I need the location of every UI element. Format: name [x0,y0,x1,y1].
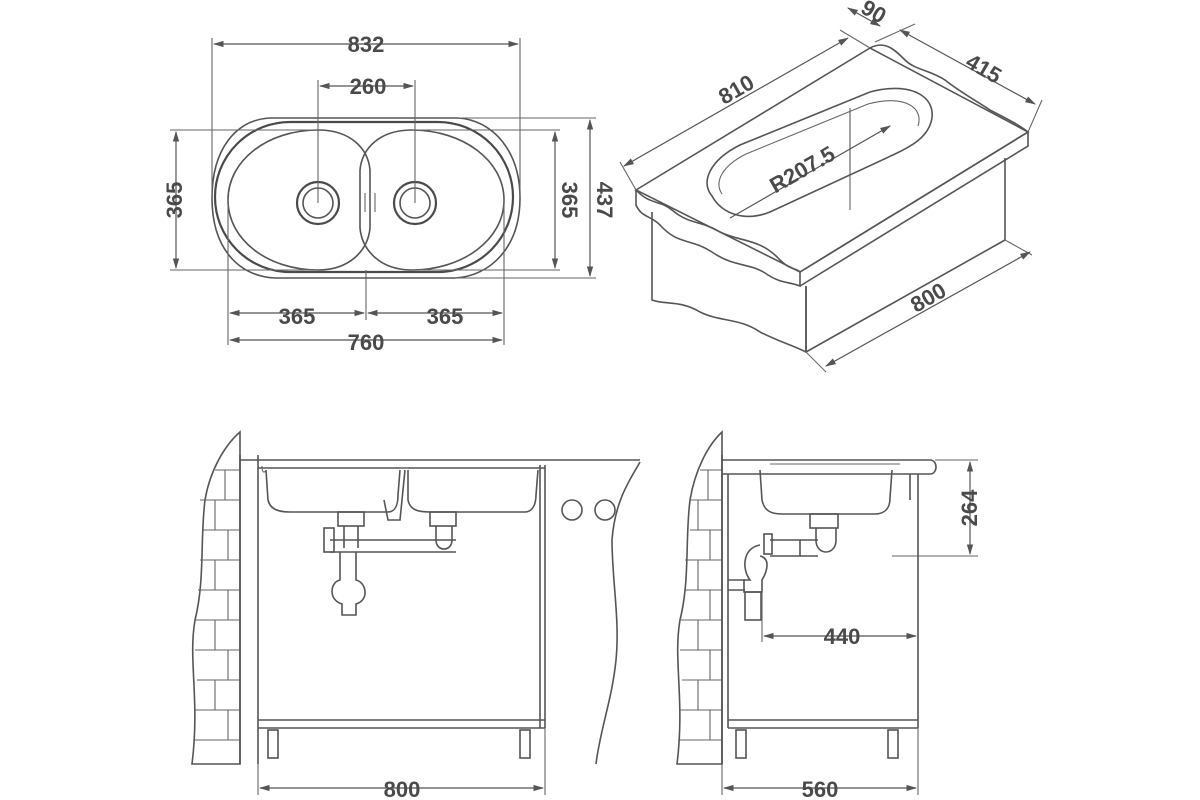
dim-264: 264 [957,489,982,526]
dim-260: 260 [350,74,387,99]
dim-365-bottom-right: 365 [427,304,464,329]
dim-440: 440 [824,624,861,649]
top-view: 832 260 365 365 437 365 365 760 [162,32,617,355]
dim-800-iso: 800 [906,277,950,317]
iso-view: 90 415 810 R207.5 800 [619,0,1043,373]
dim-800-front: 800 [384,777,421,800]
dim-832: 832 [348,32,385,57]
dim-365-right: 365 [557,182,582,219]
side-view: 264 440 560 [676,430,982,800]
front-view: 800 [191,430,641,800]
dim-415: 415 [962,48,1006,88]
dim-365-bottom-left: 365 [279,304,316,329]
dim-760: 760 [348,330,385,355]
dim-560: 560 [802,777,839,800]
dim-90: 90 [857,0,891,28]
dim-365-left: 365 [162,182,187,219]
dim-810: 810 [714,69,758,109]
dim-437: 437 [592,182,617,219]
